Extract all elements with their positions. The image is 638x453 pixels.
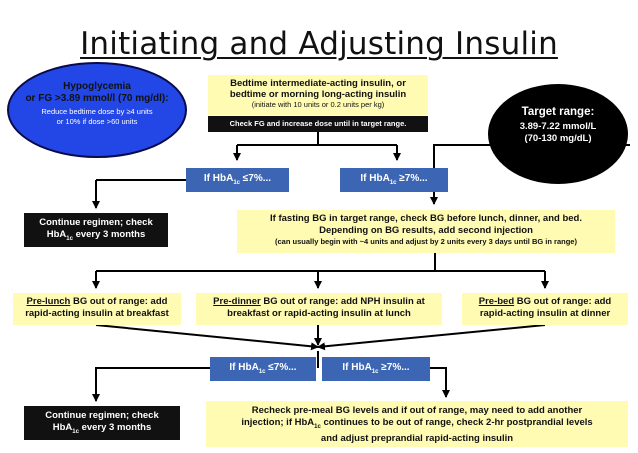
recheck-line2-prefix: injection; if HbA [241,417,315,428]
arrow-to-recheck [430,367,450,398]
continue-regimen-box-1: Continue regimen; check HbA1c every 3 mo… [24,213,168,247]
pre-bed-line2: rapid-acting insulin at dinner [479,308,611,319]
decision1-low-prefix: If HbA [203,173,234,184]
pre-bed-label: Pre-bed [478,296,515,307]
target-range-ellipse: Target range: 3.89-7.22 mmol/L (70-130 m… [488,84,628,184]
recheck-box: Recheck pre-meal BG levels and if out of… [206,401,628,447]
pre-dinner-label: Pre-dinner [213,296,261,307]
continue2-line1: Continue regimen; check [45,410,159,421]
decision1-high-sub: 1c [389,180,397,186]
continue1-line2-sub: 1c [66,235,73,242]
page-title: Initiating and Adjusting Insulin [80,26,558,62]
fasting-bg-box: If fasting BG in target range, check BG … [237,210,615,253]
connector-prebed-merge [317,324,546,351]
hypoglycemia-action-line2: or 10% if dose >60 units [56,116,138,126]
hypoglycemia-action: Reduce bedtime dose by ≥4 units or 10% i… [27,107,167,126]
start-insulin-line2: bedtime or morning long-acting insulin [229,89,407,100]
pre-bed-rest: BG out of range: add [514,296,612,307]
pre-dinner-line2: breakfast or rapid-acting insulin at lun… [227,308,411,319]
hypoglycemia-heading: Hypoglycemia [63,81,131,92]
pre-lunch-line1: Pre-lunch BG out of range: add [13,296,181,308]
decision2-low-suffix: ≤7%... [265,362,297,373]
pre-lunch-line2: rapid-acting insulin at breakfast [25,308,169,319]
pre-bed-box: Pre-bed BG out of range: add rapid-actin… [462,293,628,325]
pre-dinner-box: Pre-dinner BG out of range: add NPH insu… [196,293,442,325]
pre-lunch-box: Pre-lunch BG out of range: add rapid-act… [13,293,181,325]
decision2-high-prefix: If HbA [342,362,372,373]
arrow-to-continue2 [92,367,210,402]
continue1-line1: Continue regimen; check [39,217,153,228]
continue2-line2-sub: 1c [72,428,79,435]
fasting-line1: If fasting BG in target range, check BG … [270,213,582,224]
decision2-high-box: If HbA1c ≥7%... [322,357,430,381]
pre-lunch-label: Pre-lunch [26,296,71,307]
decision1-high-suffix: ≥7%... [396,173,428,184]
continue2-line2-prefix: HbA [52,422,73,433]
continue-regimen-box-2: Continue regimen; check HbA1c every 3 mo… [24,406,180,440]
pre-dinner-rest: BG out of range: add NPH insulin at [260,296,425,307]
decision2-low-box: If HbA1c ≤7%... [210,357,316,381]
continue1-line2-suffix: every 3 months [72,229,146,240]
continue2-line2: HbA1c every 3 months [24,422,180,438]
hypoglycemia-threshold: or FG >3.89 mmol/l (70 mg/dl): [25,93,169,104]
pre-dinner-line1: Pre-dinner BG out of range: add NPH insu… [196,296,442,308]
decision2-high-suffix: ≥7%... [378,362,410,373]
recheck-line3: and adjust preprandial rapid-acting insu… [320,432,514,444]
decision2-high-sub: 1c [371,369,379,375]
recheck-line2: injection; if HbA1c continues to be out … [206,417,628,433]
decision2-low-sub: 1c [258,369,266,375]
recheck-line2-sub: 1c [314,423,321,430]
decision2-low-prefix: If HbA [229,362,259,373]
check-fg-box: Check FG and increase dose until in targ… [208,116,428,132]
start-insulin-dose: (initiate with 10 units or 0.2 units per… [251,100,385,109]
hypoglycemia-ellipse: Hypoglycemia or FG >3.89 mmol/l (70 mg/d… [7,62,187,158]
target-range-mgdl: (70-130 mg/dL) [524,133,592,144]
start-insulin-line1: Bedtime intermediate-acting insulin, or [230,78,406,89]
connector-prelunch-merge [95,324,319,351]
decision1-high-box: If HbA1c ≥7%... [340,168,448,192]
hypoglycemia-action-line1: Reduce bedtime dose by ≥4 units [41,107,153,116]
continue2-line2-suffix: every 3 months [78,422,152,433]
recheck-line2-suffix: continues to be out of range, check 2-hr… [320,417,593,428]
fasting-line3: (can usually begin with ~4 units and adj… [275,237,577,246]
target-range-mmol: 3.89-7.22 mmol/L [519,121,597,132]
pre-bed-line1: Pre-bed BG out of range: add [462,296,628,308]
start-insulin-box: Bedtime intermediate-acting insulin, or … [208,75,428,115]
decision1-low-sub: 1c [233,180,241,186]
decision1-low-box: If HbA1c ≤7%... [186,168,289,192]
pre-lunch-rest: BG out of range: add [70,296,168,307]
fasting-line2: Depending on BG results, add second inje… [319,224,533,236]
continue1-line2-prefix: HbA [46,229,67,240]
decision1-high-prefix: If HbA [360,173,390,184]
continue1-line2: HbA1c every 3 months [24,229,168,245]
target-range-heading: Target range: [521,106,595,118]
recheck-line1: Recheck pre-meal BG levels and if out of… [251,405,583,416]
decision1-low-suffix: ≤7%... [240,173,272,184]
